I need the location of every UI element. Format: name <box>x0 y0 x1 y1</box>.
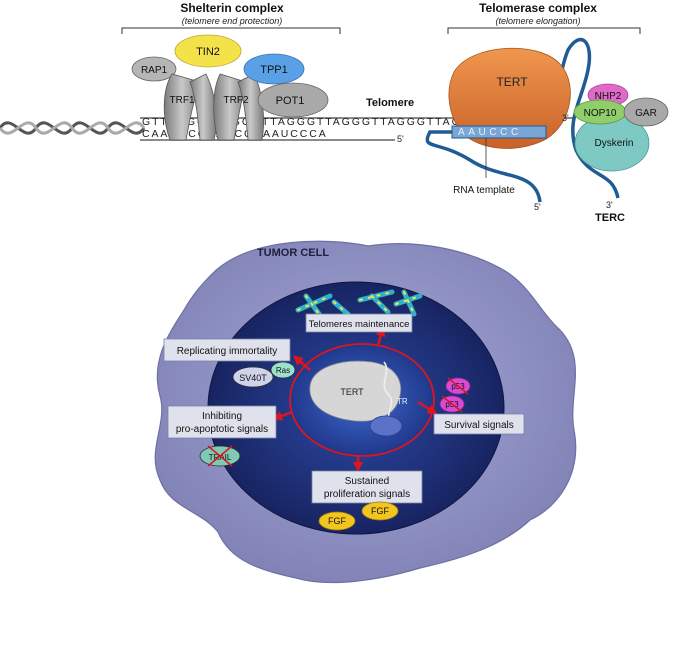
dyskerin-label: Dyskerin <box>595 138 634 149</box>
sustained-proliferation-line-2: proliferation signals <box>324 489 410 500</box>
nop10-label: NOP10 <box>584 108 617 119</box>
p53-molecule-2: p53 <box>439 395 465 413</box>
sv40t-label: SV40T <box>239 373 267 383</box>
rap1-label: RAP1 <box>141 65 168 76</box>
inhibiting-signals-line-2: pro-apoptotic signals <box>176 424 268 435</box>
fgf-molecule-1: FGF <box>318 511 356 531</box>
telomeres-maintenance-text: Telomeres maintenance <box>309 319 410 330</box>
telomerase-subtitle: (telomere elongation) <box>495 16 580 26</box>
rna-template-sequence: AAUCCC <box>458 127 522 138</box>
tert-tr-complex: TERT TR <box>309 360 408 437</box>
dna-helix <box>0 121 146 135</box>
trf1-protein: TRF1 <box>163 73 217 141</box>
tin2-protein: TIN2 <box>174 34 242 68</box>
tert-label: TERT <box>496 75 528 89</box>
telomere-label: Telomere <box>366 97 414 109</box>
rna-template-box <box>451 125 547 139</box>
fgf-label-1: FGF <box>328 516 346 526</box>
dna-bottom-5prime: 5' <box>397 134 404 144</box>
rna-3prime: 3' <box>606 200 613 210</box>
box-inhibiting-signals: Inhibiting pro-apoptotic signals <box>167 405 277 439</box>
nhp2-label: NHP2 <box>595 91 622 102</box>
signal-arrows <box>272 326 438 472</box>
tpp1-label: TPP1 <box>260 64 288 76</box>
telomerase-3prime: 3' <box>562 113 569 123</box>
survival-signals-text: Survival signals <box>444 420 513 431</box>
gar-protein: GAR <box>623 97 669 127</box>
trail-molecule: TRAIL <box>199 445 241 467</box>
trf1-label: TRF1 <box>170 95 195 106</box>
p53-molecule-1: p53 <box>445 377 471 395</box>
dyskerin-protein: Dyskerin <box>574 114 650 172</box>
chromosomes-icon <box>295 289 423 321</box>
dna-top-sequence: GTTAGGGTTAGGGTTAGGGTTAGGGTTAGGGTTAGGG <box>142 116 482 128</box>
gar-label: GAR <box>635 108 657 119</box>
box-telomeres-maintenance: Telomeres maintenance <box>305 313 413 333</box>
trail-label: TRAIL <box>209 453 232 462</box>
box-replicating-immortality: Replicating immortality <box>163 338 291 362</box>
inhibiting-signals-line-1: Inhibiting <box>202 411 242 422</box>
fgf-molecule-2: FGF <box>361 501 399 521</box>
telomerase-bracket <box>447 27 641 34</box>
telomerase-title: Telomerase complex <box>479 1 597 15</box>
tin2-label: TIN2 <box>196 46 220 58</box>
rna-template-label: RNA template <box>453 185 515 196</box>
fgf-label-2: FGF <box>371 506 389 516</box>
shelterin-title: Shelterin complex <box>180 1 284 15</box>
shelterin-bracket <box>121 27 341 34</box>
box-survival-signals: Survival signals <box>433 413 525 435</box>
trf2-label: TRF2 <box>224 95 249 106</box>
tumor-cell-title: TUMOR CELL <box>257 247 329 259</box>
center-tert-label: TERT <box>340 387 364 397</box>
terc-label: TERC <box>595 212 625 224</box>
sustained-proliferation-line-1: Sustained <box>345 476 389 487</box>
shelterin-subtitle: (telomere end protection) <box>182 16 283 26</box>
trf2-protein: TRF2 <box>213 73 264 141</box>
nop10-protein: NOP10 <box>573 99 627 125</box>
rna-5prime: 5' <box>534 202 541 212</box>
center-tr-label: TR <box>397 397 408 406</box>
tert-protein: TERT <box>448 47 571 149</box>
tpp1-protein: TPP1 <box>243 53 305 85</box>
replicating-immortality-text: Replicating immortality <box>177 346 278 357</box>
pot1-label: POT1 <box>276 95 305 107</box>
box-sustained-proliferation: Sustained proliferation signals <box>311 470 423 504</box>
ras-label: Ras <box>276 366 290 375</box>
pot1-protein: POT1 <box>257 82 329 118</box>
terc-rna-strand <box>425 130 542 203</box>
ras-molecule: Ras <box>270 361 296 379</box>
sv40t-molecule: SV40T <box>232 366 274 388</box>
rap1-protein: RAP1 <box>131 56 177 82</box>
